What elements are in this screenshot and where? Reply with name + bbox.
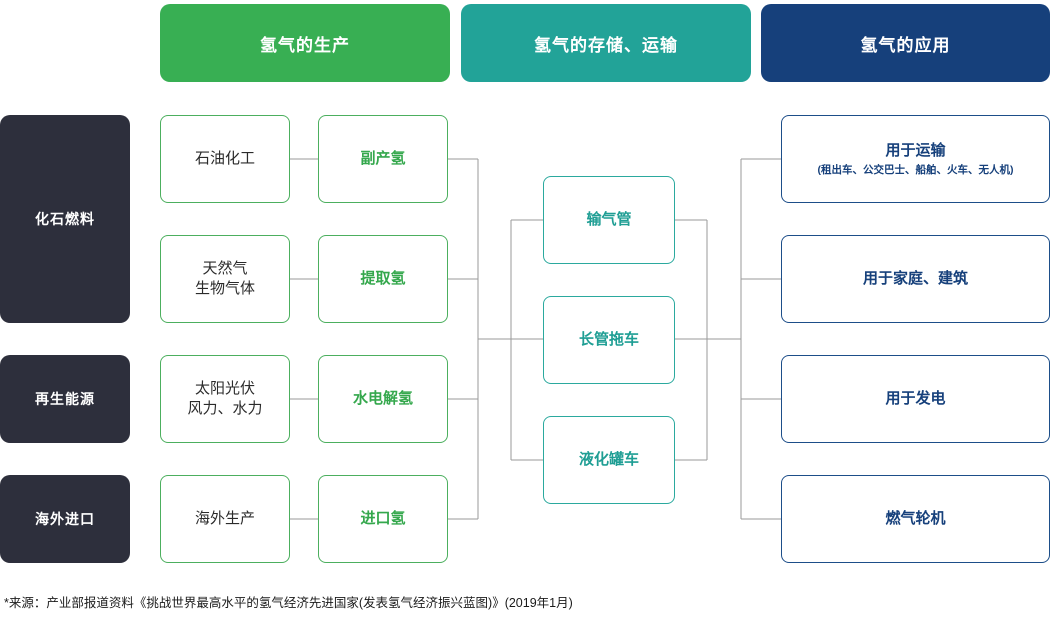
node-storage-pipeline-label: 输气管 — [586, 210, 632, 228]
node-storage-pipeline: 输气管 — [543, 176, 675, 264]
node-production-extracted-hydrogen-label: 提取氢 — [360, 269, 406, 287]
node-production-imported-hydrogen: 进口氢 — [318, 475, 448, 563]
node-application-gas-turbine: 燃气轮机 — [781, 475, 1050, 563]
category-fossil-fuel-label: 化石燃料 — [35, 211, 95, 227]
node-production-extracted-hydrogen: 提取氢 — [318, 235, 448, 323]
node-source-solar-wind-line2: 风力、水力 — [187, 400, 263, 417]
node-application-transport: 用于运输 (租出车、公交巴士、船舶、火车、无人机) — [781, 115, 1050, 203]
node-source-petrochemical: 石油化工 — [160, 115, 290, 203]
node-application-gas-turbine-label: 燃气轮机 — [885, 509, 946, 527]
node-source-solar-wind-line1: 太阳光伏 — [194, 379, 255, 397]
category-renewable-energy: 再生能源 — [0, 355, 130, 443]
node-source-petrochemical-label: 石油化工 — [194, 149, 255, 167]
node-production-electrolysis-hydrogen: 水电解氢 — [318, 355, 448, 443]
node-source-solar-wind: 太阳光伏 风力、水力 — [160, 355, 290, 443]
banner-application: 氢气的应用 — [761, 4, 1050, 82]
node-application-power-generation-label: 用于发电 — [885, 389, 946, 407]
banner-production-label: 氢气的生产 — [260, 35, 350, 55]
node-production-byproduct-hydrogen: 副产氢 — [318, 115, 448, 203]
node-source-natural-gas: 天然气 生物气体 — [160, 235, 290, 323]
category-overseas-import-label: 海外进口 — [35, 511, 95, 527]
node-storage-liquid-tanker-label: 液化罐车 — [578, 450, 639, 468]
node-application-transport-label: 用于运输 — [885, 141, 946, 159]
banner-storage-label: 氢气的存储、运输 — [534, 35, 678, 55]
node-production-byproduct-hydrogen-label: 副产氢 — [360, 149, 406, 167]
node-source-natural-gas-line2: 生物气体 — [194, 280, 255, 297]
source-note: *来源：产业部报道资料《挑战世界最高水平的氢气经济先进国家(发表氢气经济振兴蓝图… — [4, 596, 573, 610]
node-production-imported-hydrogen-label: 进口氢 — [360, 509, 406, 527]
node-storage-tube-trailer-label: 长管拖车 — [578, 330, 639, 348]
node-production-electrolysis-hydrogen-label: 水电解氢 — [352, 389, 413, 407]
banner-application-label: 氢气的应用 — [860, 35, 951, 55]
category-renewable-energy-label: 再生能源 — [35, 391, 95, 407]
banner-storage: 氢气的存储、运输 — [461, 4, 751, 82]
node-application-power-generation: 用于发电 — [781, 355, 1050, 443]
node-storage-tube-trailer: 长管拖车 — [543, 296, 675, 384]
node-source-overseas-production: 海外生产 — [160, 475, 290, 563]
node-application-transport-sublabel: (租出车、公交巴士、船舶、火车、无人机) — [817, 163, 1014, 176]
banner-production: 氢气的生产 — [160, 4, 450, 82]
node-application-home-building: 用于家庭、建筑 — [781, 235, 1050, 323]
node-application-home-building-label: 用于家庭、建筑 — [862, 269, 968, 287]
node-storage-liquid-tanker: 液化罐车 — [543, 416, 675, 504]
category-overseas-import: 海外进口 — [0, 475, 130, 563]
category-fossil-fuel: 化石燃料 — [0, 115, 130, 323]
node-source-natural-gas-line1: 天然气 — [202, 259, 248, 277]
node-source-overseas-production-label: 海外生产 — [194, 509, 255, 527]
